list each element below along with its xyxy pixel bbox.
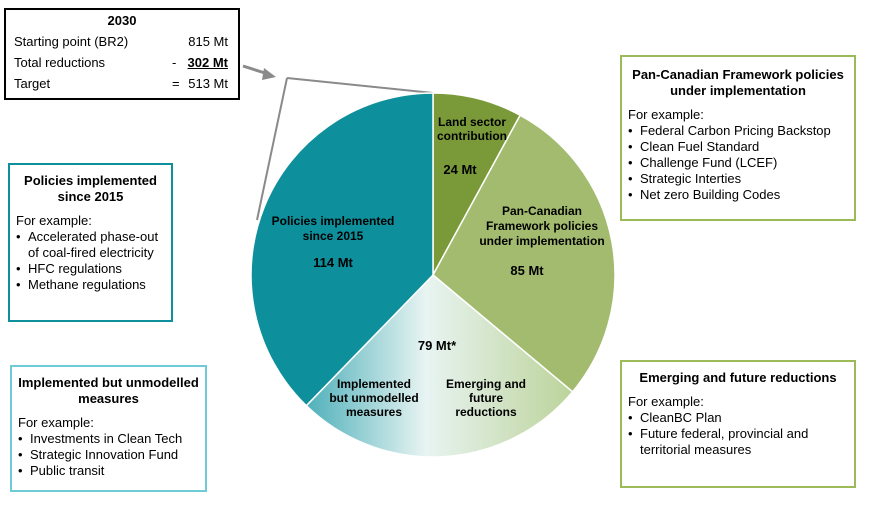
slice-label-pcf: Framework policies — [486, 219, 598, 233]
list-item: CleanBC Plan — [628, 410, 848, 426]
slice-value-land: 24 Mt — [443, 162, 477, 177]
list-item: Accelerated phase-out of coal-fired elec… — [16, 229, 165, 261]
slice-value-pcf: 85 Mt — [510, 263, 544, 278]
policies-box-title: Policies implemented since 2015 — [24, 173, 157, 204]
summary-row-start: Starting point (BR2) 815 Mt — [14, 31, 230, 52]
pcf-box-list: Federal Carbon Pricing Backstop Clean Fu… — [628, 123, 848, 203]
list-item: Public transit — [18, 463, 199, 479]
connector-arrowhead-icon — [262, 68, 276, 80]
unmodelled-box-title: Implemented but unmodelled measures — [18, 375, 199, 406]
list-item: Methane regulations — [16, 277, 165, 293]
list-item: Strategic Interties — [628, 171, 848, 187]
unmodelled-box-list: Investments in Clean Tech Strategic Inno… — [18, 431, 199, 479]
list-item: HFC regulations — [16, 261, 165, 277]
emerging-box-sub: For example: — [628, 394, 704, 409]
summary-target-op: = — [172, 76, 180, 91]
callout-line-left — [256, 77, 288, 221]
unmodelled-box: Implemented but unmodelled measures For … — [10, 365, 207, 492]
list-item: Future federal, provincial and territori… — [628, 426, 848, 458]
slice-label-land: contribution — [437, 129, 507, 143]
summary-reductions-label: Total reductions — [14, 55, 106, 70]
slice-label-unmodelled: Implemented — [337, 377, 411, 391]
list-item: Challenge Fund (LCEF) — [628, 155, 848, 171]
slice-value-policies: 114 Mt — [313, 255, 353, 270]
pcf-box-title: Pan-Canadian Framework policies under im… — [632, 67, 844, 98]
slice-label-emerging: reductions — [455, 405, 517, 419]
pie-slices — [250, 92, 616, 458]
policies-box-sub: For example: — [16, 213, 92, 228]
list-item: Strategic Innovation Fund — [18, 447, 199, 463]
slice-label-emerging: Emerging and — [446, 377, 526, 391]
callout-line-top — [286, 77, 434, 94]
summary-target-label: Target — [14, 76, 51, 91]
list-item: Investments in Clean Tech — [18, 431, 199, 447]
summary-year: 2030 — [107, 13, 137, 28]
policies-box: Policies implemented since 2015 For exam… — [8, 163, 173, 322]
summary-box: 2030 Starting point (BR2) 815 Mt Total r… — [4, 8, 240, 100]
summary-start-value: 815 Mt — [188, 34, 228, 49]
slice-label-pcf: under implementation — [479, 234, 604, 248]
summary-target-value: 513 Mt — [188, 76, 228, 91]
list-item: Net zero Building Codes — [628, 187, 848, 203]
slice-label-policies: since 2015 — [303, 229, 364, 243]
unmodelled-box-sub: For example: — [18, 415, 94, 430]
summary-row-target: Target = 513 Mt — [14, 73, 230, 94]
policies-box-list: Accelerated phase-out of coal-fired elec… — [16, 229, 165, 293]
summary-row-reductions: Total reductions - 302 Mt — [14, 52, 230, 73]
pcf-box: Pan-Canadian Framework policies under im… — [620, 55, 856, 221]
summary-reductions-value: 302 Mt — [187, 55, 228, 70]
slice-label-emerging: future — [469, 391, 503, 405]
slice-label-policies: Policies implemented — [272, 214, 395, 228]
emerging-box-list: CleanBC Plan Future federal, provincial … — [628, 410, 848, 458]
pcf-box-sub: For example: — [628, 107, 704, 122]
slice-label-unmodelled: but unmodelled — [329, 391, 418, 405]
slice-label-land: Land sector — [438, 115, 506, 129]
slice-policies — [250, 92, 434, 407]
emerging-box-title: Emerging and future reductions — [639, 370, 837, 385]
emerging-box: Emerging and future reductions For examp… — [620, 360, 856, 488]
slice-bottom — [305, 273, 574, 458]
slice-pcf — [432, 114, 616, 393]
list-item: Clean Fuel Standard — [628, 139, 848, 155]
slice-label-pcf: Pan-Canadian — [502, 204, 582, 218]
slice-label-unmodelled: measures — [346, 405, 402, 419]
summary-reductions-op: - — [172, 55, 177, 70]
list-item: Federal Carbon Pricing Backstop — [628, 123, 848, 139]
slice-value-bottom: 79 Mt* — [418, 338, 457, 353]
slice-land — [432, 92, 522, 276]
summary-start-label: Starting point (BR2) — [14, 34, 129, 49]
pie-labels: Land sector contribution 24 Mt Pan-Canad… — [272, 115, 605, 419]
